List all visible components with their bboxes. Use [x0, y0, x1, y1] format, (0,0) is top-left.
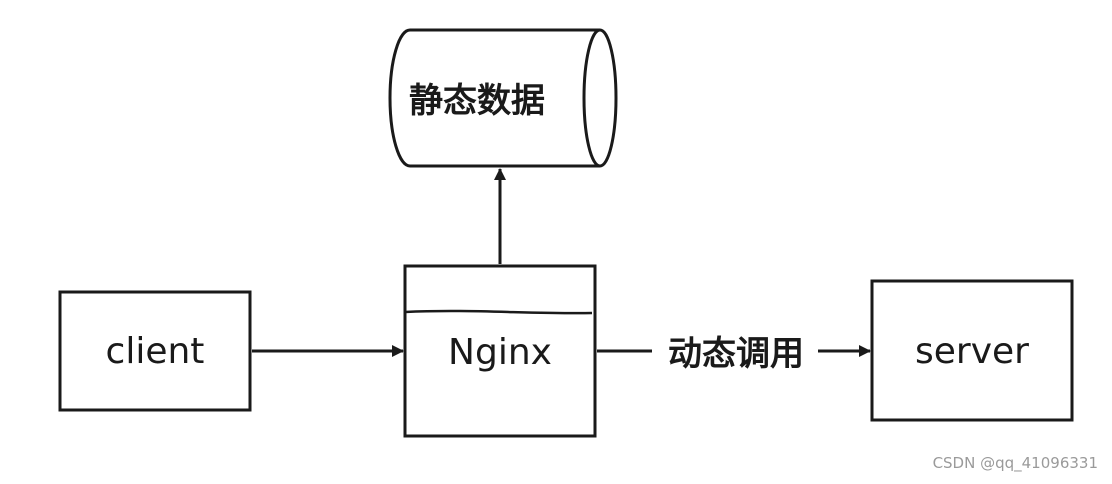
database-node: 静态数据 — [388, 28, 618, 168]
client-box — [58, 290, 252, 412]
server-node: server — [870, 279, 1074, 422]
client-node: client — [58, 290, 252, 412]
watermark-text: CSDN @qq_41096331 — [932, 454, 1098, 472]
nginx-node: Nginx — [403, 264, 597, 438]
server-box — [870, 279, 1074, 422]
database-label: 静态数据 — [409, 81, 545, 121]
nginx-header-divider — [404, 309, 593, 315]
nginx-label: Nginx — [448, 332, 552, 373]
nginx-box — [403, 264, 597, 438]
edge-nginx-to-server-label: 动态调用 — [668, 334, 804, 374]
database-cylinder-rim — [582, 28, 601, 168]
server-label: server — [915, 331, 1029, 372]
client-label: client — [106, 331, 205, 372]
